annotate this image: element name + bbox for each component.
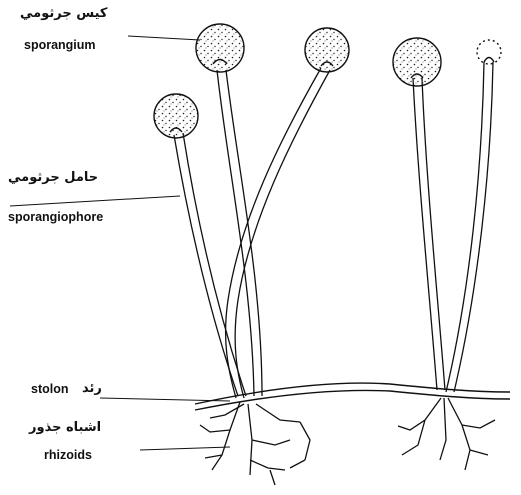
rhizoids-label-ar: اشباه جذور bbox=[29, 420, 101, 435]
sporangiophores bbox=[174, 62, 493, 398]
sporangiophore-label-en: sporangiophore bbox=[8, 210, 103, 224]
sporangium-label-en: sporangium bbox=[24, 38, 96, 52]
rhizoids-leader bbox=[140, 447, 230, 450]
sporangium-2 bbox=[305, 28, 349, 72]
sporangium-leader bbox=[128, 36, 200, 40]
stolon-label-ar: رئد bbox=[82, 381, 102, 396]
sporangium-label-ar: كيس جرثومي bbox=[20, 6, 107, 21]
sporangium-4 bbox=[393, 38, 441, 86]
sporangium-3 bbox=[154, 94, 198, 138]
rhizoids bbox=[200, 398, 495, 485]
sporangia bbox=[154, 24, 501, 138]
stolon-label-en: stolon bbox=[31, 382, 69, 396]
stolon bbox=[195, 383, 510, 410]
sporangiophore-leader bbox=[10, 196, 180, 206]
rhizoids-label-en: rhizoids bbox=[44, 448, 92, 462]
sporangium-5-burst bbox=[477, 40, 501, 64]
sporangium-1 bbox=[196, 24, 244, 72]
sporangiophore-label-ar: حامل جرثومي bbox=[8, 170, 98, 185]
